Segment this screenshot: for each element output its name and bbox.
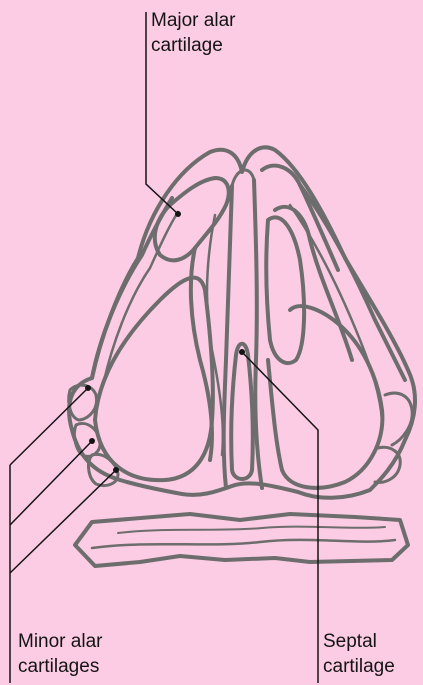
label-minor-alar-cartilages: Minor alar cartilages [18, 629, 102, 679]
label-septal-cartilage: Septal cartilage [323, 629, 395, 679]
right-lateral-crus [275, 207, 352, 360]
right-inner-loop [266, 217, 304, 363]
pointer-dot-minor-1 [85, 385, 91, 391]
right-lateral-band [300, 185, 405, 380]
right-minor-cartilage-2 [375, 447, 400, 482]
label-septal-line1: Septal [323, 629, 395, 654]
label-minor-alar-line1: Minor alar [18, 629, 102, 654]
label-septal-line2: cartilage [323, 654, 395, 679]
nasal-base-inner-line-2 [118, 527, 385, 533]
label-major-alar-cartilage: Major alar cartilage [151, 8, 235, 58]
pointer-dot-septal [239, 349, 245, 355]
pointer-dot-minor-3 [113, 467, 119, 473]
septal-cartilage [231, 344, 253, 479]
nasal-base-outline [75, 514, 408, 566]
label-minor-alar-line2: cartilages [18, 654, 102, 679]
label-major-alar-line2: cartilage [151, 33, 235, 58]
left-lateral-crus [92, 198, 172, 378]
medial-crus-right [254, 180, 262, 488]
nasal-base-inner-line [92, 540, 395, 548]
pointer-dot-minor-2 [89, 438, 95, 444]
pointer-dot-major-alar [175, 211, 181, 217]
label-major-alar-line1: Major alar [151, 8, 235, 33]
major-alar-left-dome [155, 178, 229, 260]
